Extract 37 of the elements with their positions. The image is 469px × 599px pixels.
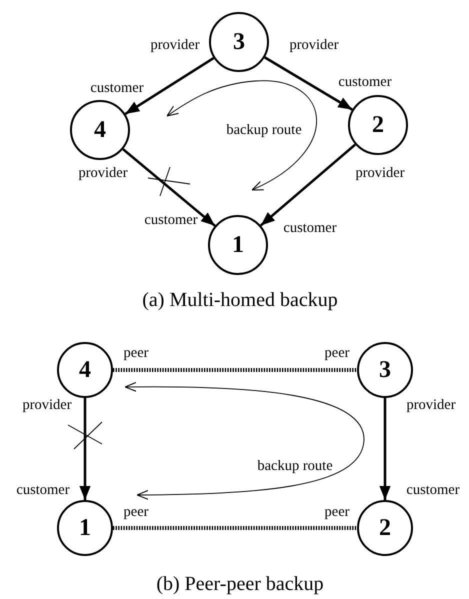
node-number: 3 [233,30,245,54]
arrow [379,398,391,500]
role-label: provider [22,398,72,412]
role-label: provider [406,398,456,412]
role-label: customer [338,74,392,90]
node-number: 4 [79,358,91,382]
role-label: peer [124,346,148,360]
node-circle [208,215,268,275]
node-number: 2 [379,516,391,540]
role-label: customer [283,220,337,236]
arrow [264,56,353,111]
role-label: peer [324,504,350,520]
node-number: 2 [372,113,384,137]
role-label: customer [144,212,198,228]
arrow [124,56,214,116]
role-label: provider [289,38,339,52]
role-label: peer [324,346,350,360]
arrow [260,144,356,226]
role-label: customer [406,482,460,498]
role-label: peer [124,504,148,520]
peer-link [113,368,357,372]
node-number: 3 [379,358,391,382]
caption: (a) Multi-homed backup [142,290,338,310]
role-label: customer [16,482,70,498]
node-number: 1 [232,233,244,257]
role-label: provider [355,166,405,180]
route-label: backup route [257,458,333,474]
role-label: customer [90,80,144,96]
role-label: provider [150,38,200,52]
node-number: 4 [94,118,106,142]
arrow [122,148,216,227]
caption: (b) Peer-peer backup [156,574,324,594]
peer-link [113,526,357,530]
route-label: backup route [226,122,302,138]
node-number: 1 [79,516,91,540]
role-label: provider [78,166,128,180]
arrow [79,398,91,500]
